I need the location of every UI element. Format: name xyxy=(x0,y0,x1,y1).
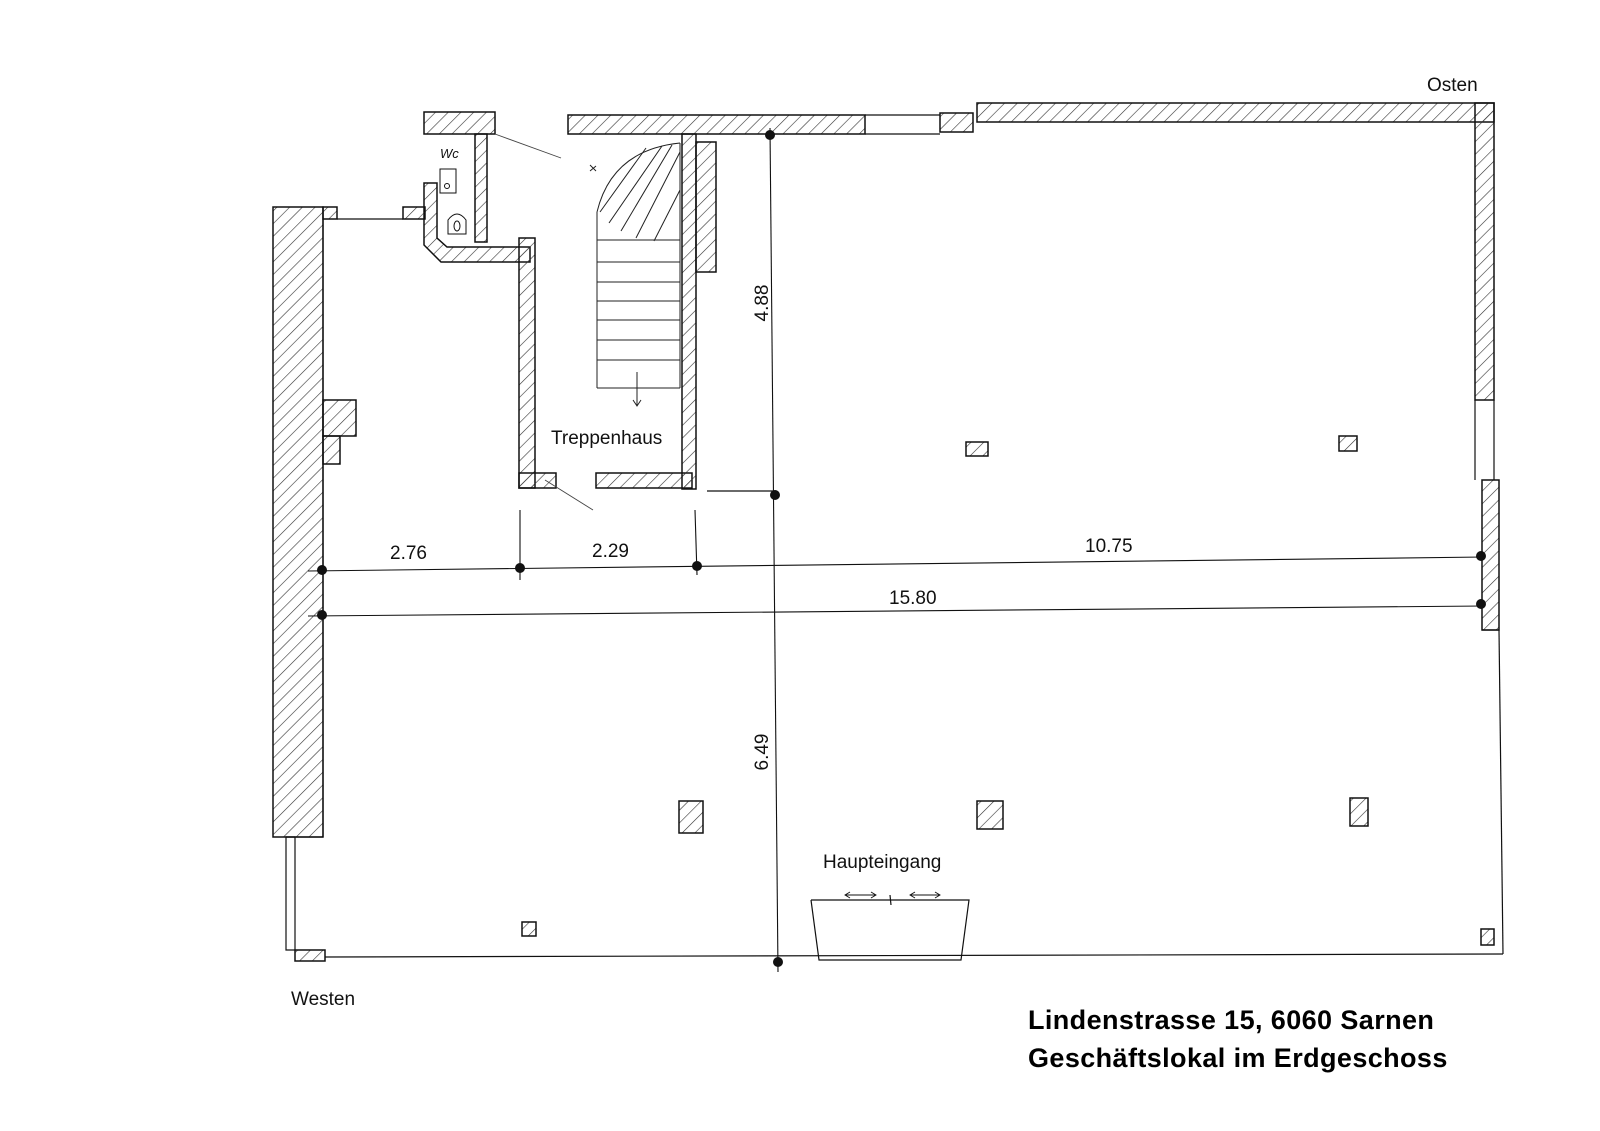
dimension-label-south-depth: 6.49 xyxy=(752,734,773,771)
orientation-label-east: Osten xyxy=(1427,75,1478,96)
stair-wall-east xyxy=(681,133,697,490)
dimension-label-north-depth: 4.88 xyxy=(752,285,773,322)
dimension-dots xyxy=(317,130,1486,967)
dimension-point xyxy=(317,610,327,620)
stair-wall-east-inner xyxy=(695,141,717,273)
west-wall-cap xyxy=(322,206,338,220)
stair-wall-west xyxy=(518,237,536,489)
column xyxy=(1480,928,1495,946)
dimension-point xyxy=(692,561,702,571)
outline xyxy=(285,114,1504,958)
column xyxy=(976,800,1004,830)
column xyxy=(1349,797,1369,827)
dimension-lines xyxy=(307,127,1485,973)
north-wall-pillar xyxy=(939,112,974,133)
room-label-stairwell: Treppenhaus xyxy=(551,428,662,449)
column xyxy=(521,921,537,937)
dimension-label-west-segment: 2.76 xyxy=(390,543,427,564)
address-title: Lindenstrasse 15, 6060 Sarnen xyxy=(1028,1005,1435,1035)
column xyxy=(322,435,341,465)
door-swings xyxy=(494,133,594,511)
dimension-point xyxy=(770,490,780,500)
room-label-entrance: Haupteingang xyxy=(823,852,941,873)
column xyxy=(1338,435,1358,452)
west-wall-base xyxy=(294,949,326,962)
toilet-icon xyxy=(447,213,467,235)
column xyxy=(965,441,989,457)
washbasin-icon xyxy=(439,168,457,194)
wc-wall-stub xyxy=(402,206,426,220)
column xyxy=(322,399,357,437)
dimension-point xyxy=(1476,551,1486,561)
dimension-point xyxy=(765,130,775,140)
dimension-line-vertical xyxy=(769,127,779,973)
north-wall-left xyxy=(567,114,866,135)
stair-wall-south-right xyxy=(595,472,693,489)
orientation-label-west: Westen xyxy=(291,989,355,1010)
staircase xyxy=(589,142,681,407)
property-subtitle: Geschäftslokal im Erdgeschoss xyxy=(1028,1043,1448,1073)
main-entrance xyxy=(810,891,970,961)
wc-wall-top xyxy=(423,111,496,135)
stair-wall-south xyxy=(518,472,557,489)
east-wall-upper xyxy=(1474,102,1495,401)
dimension-line-horizontal-upper xyxy=(307,556,1485,572)
walls xyxy=(272,102,1500,962)
dimension-point xyxy=(317,565,327,575)
dimension-label-east-segment: 10.75 xyxy=(1085,536,1133,557)
dimension-label-total-width: 15.80 xyxy=(889,588,937,609)
wc-wall-east xyxy=(474,133,488,243)
wc-label: Wc xyxy=(440,146,459,161)
dimension-line-horizontal-lower xyxy=(307,605,1485,617)
column xyxy=(678,800,704,834)
dimension-label-stair-segment: 2.29 xyxy=(592,541,629,562)
dimension-point xyxy=(515,563,525,573)
dimension-point xyxy=(773,957,783,967)
north-wall-right xyxy=(976,102,1495,123)
west-wall xyxy=(272,206,324,838)
dimension-point xyxy=(1476,599,1486,609)
wc-fixtures xyxy=(439,168,467,235)
